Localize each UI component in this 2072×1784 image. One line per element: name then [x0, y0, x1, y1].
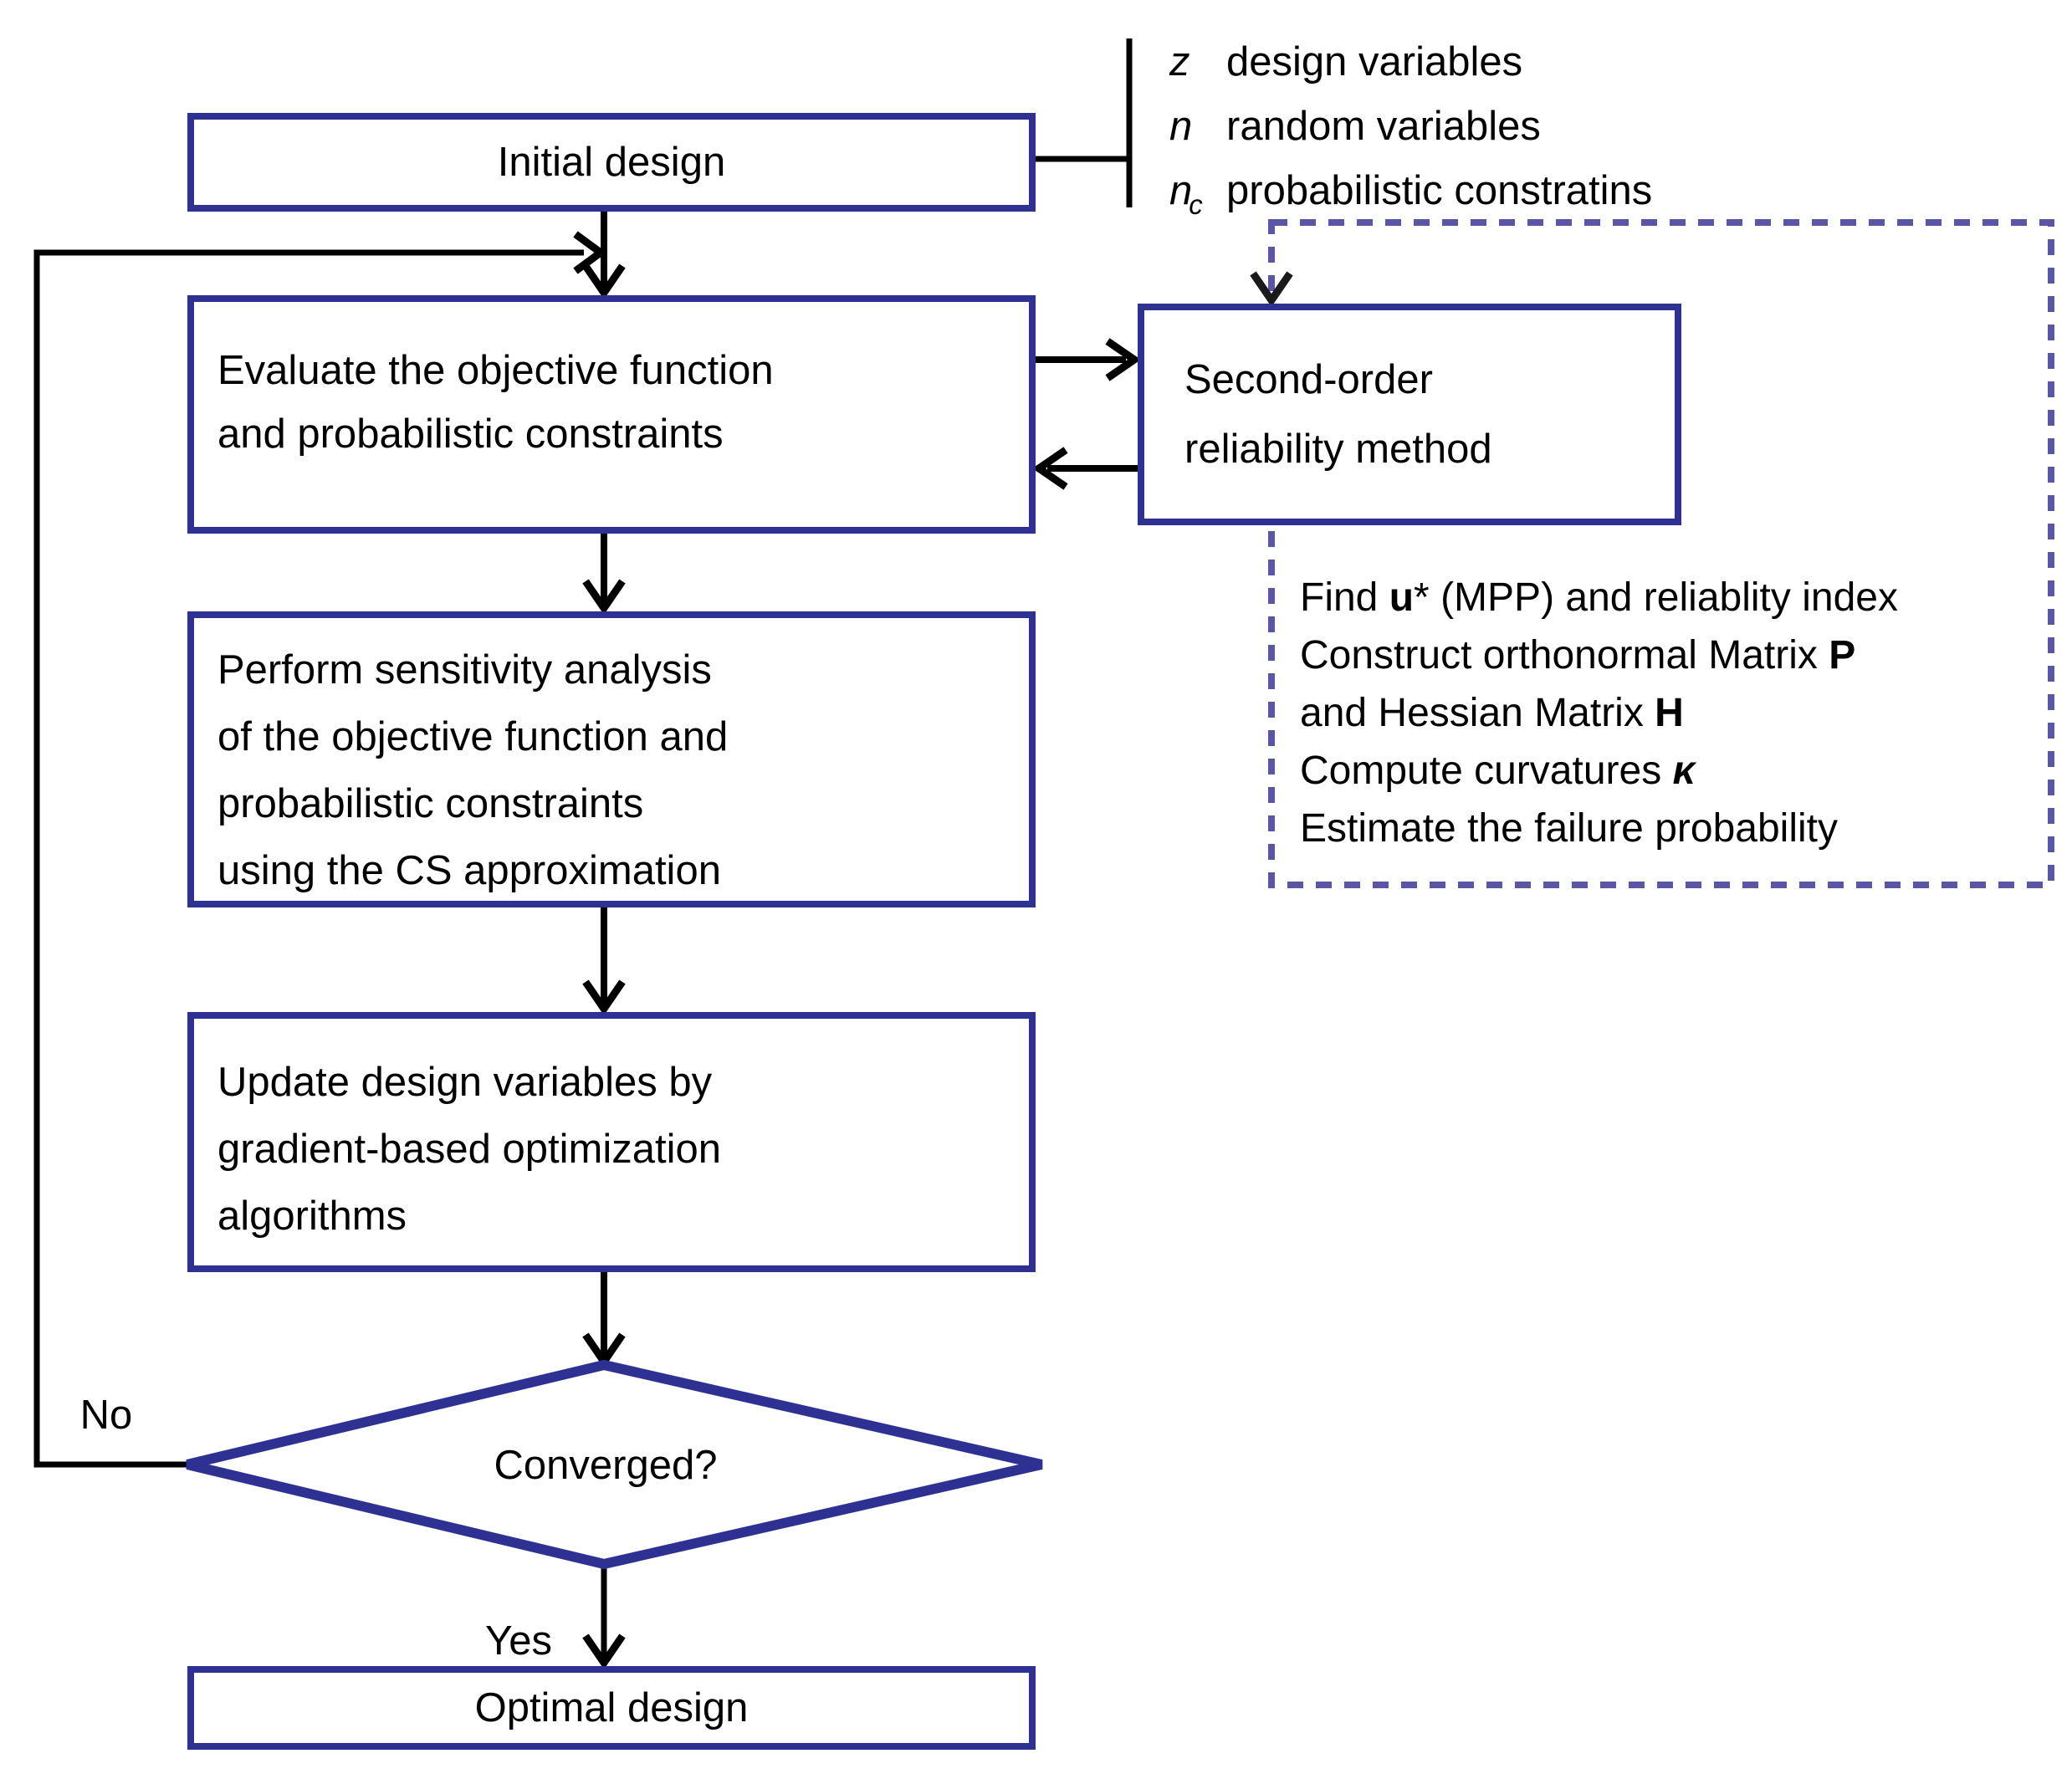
sorm-details-dashed-frame — [1268, 219, 2054, 888]
initial-design-node: Initial design — [187, 113, 1036, 212]
variable-symbol: nc — [1169, 168, 1203, 220]
arrowhead-into-optimal — [582, 1633, 626, 1669]
sorm-details-panel: Find u* (MPP) and reliablity index Const… — [1300, 569, 2053, 857]
variable-label: design variables — [1226, 39, 1523, 84]
evaluate-node: Evaluate the objective function and prob… — [187, 295, 1036, 534]
arrowhead-into-evaluate — [582, 263, 626, 299]
update-line-1: Update design variables by — [217, 1060, 713, 1105]
arrowhead-dashed-into-sorm — [1250, 271, 1293, 307]
arrowhead-into-perform — [582, 579, 626, 615]
sorm-detail-line-3: and Hessian Matrix H — [1300, 691, 1684, 735]
variable-row-nc: nc probabilistic constratins — [1169, 159, 1652, 223]
converged-decision-label: Converged? — [494, 1443, 718, 1488]
variable-label: probabilistic constratins — [1226, 168, 1653, 213]
arrowhead-into-evaluate-right — [1032, 447, 1068, 490]
perform-line-2: of the objective function and — [217, 714, 729, 759]
perform-line-1: Perform sensitivity analysis — [217, 647, 712, 693]
perform-line-4: using the CS approximation — [217, 848, 721, 893]
variable-row-z: z design variables — [1169, 30, 1652, 95]
variable-symbol: z — [1169, 39, 1190, 84]
sorm-detail-line-2: Construct orthonormal Matrix P — [1300, 633, 1856, 677]
evaluate-line-2: and probabilistic constraints — [217, 411, 724, 457]
arrowhead-loop-join — [573, 231, 607, 274]
sorm-detail-line-5: Estimate the failure probability — [1300, 806, 1838, 851]
arrowhead-into-sorm — [1105, 338, 1141, 381]
variables-annotation: z design variables n random variables nc… — [1169, 30, 1652, 223]
update-design-node: Update design variables by gradient-base… — [187, 1012, 1036, 1272]
arrowhead-into-update — [582, 979, 626, 1015]
perform-line-3: probabilistic constraints — [217, 781, 644, 826]
yes-branch-label: Yes — [485, 1618, 552, 1664]
sorm-detail-line-4: Compute curvatures κ — [1300, 749, 1696, 793]
sorm-line-2: reliability method — [1184, 427, 1492, 472]
variable-row-n: n random variables — [1169, 95, 1652, 159]
evaluate-line-1: Evaluate the objective function — [217, 348, 774, 393]
sorm-detail-line-1: Find u* (MPP) and reliablity index — [1300, 575, 1898, 620]
update-line-2: gradient-based optimization — [217, 1127, 721, 1172]
perform-sensitivity-node: Perform sensitivity analysis of the obje… — [187, 611, 1036, 907]
initial-design-label: Initial design — [497, 140, 726, 185]
optimal-design-node: Optimal design — [187, 1666, 1036, 1750]
update-line-3: algorithms — [217, 1194, 407, 1239]
sorm-line-1: Second-order — [1184, 357, 1433, 402]
variable-symbol: n — [1169, 104, 1193, 149]
variable-label: random variables — [1226, 104, 1541, 149]
sorm-node: Second-order reliability method — [1138, 304, 1681, 525]
converged-diamond-shape — [186, 1359, 1043, 1570]
optimal-design-label: Optimal design — [474, 1685, 749, 1730]
no-feedback-loop-line — [33, 249, 584, 1468]
no-branch-label: No — [79, 1393, 133, 1438]
